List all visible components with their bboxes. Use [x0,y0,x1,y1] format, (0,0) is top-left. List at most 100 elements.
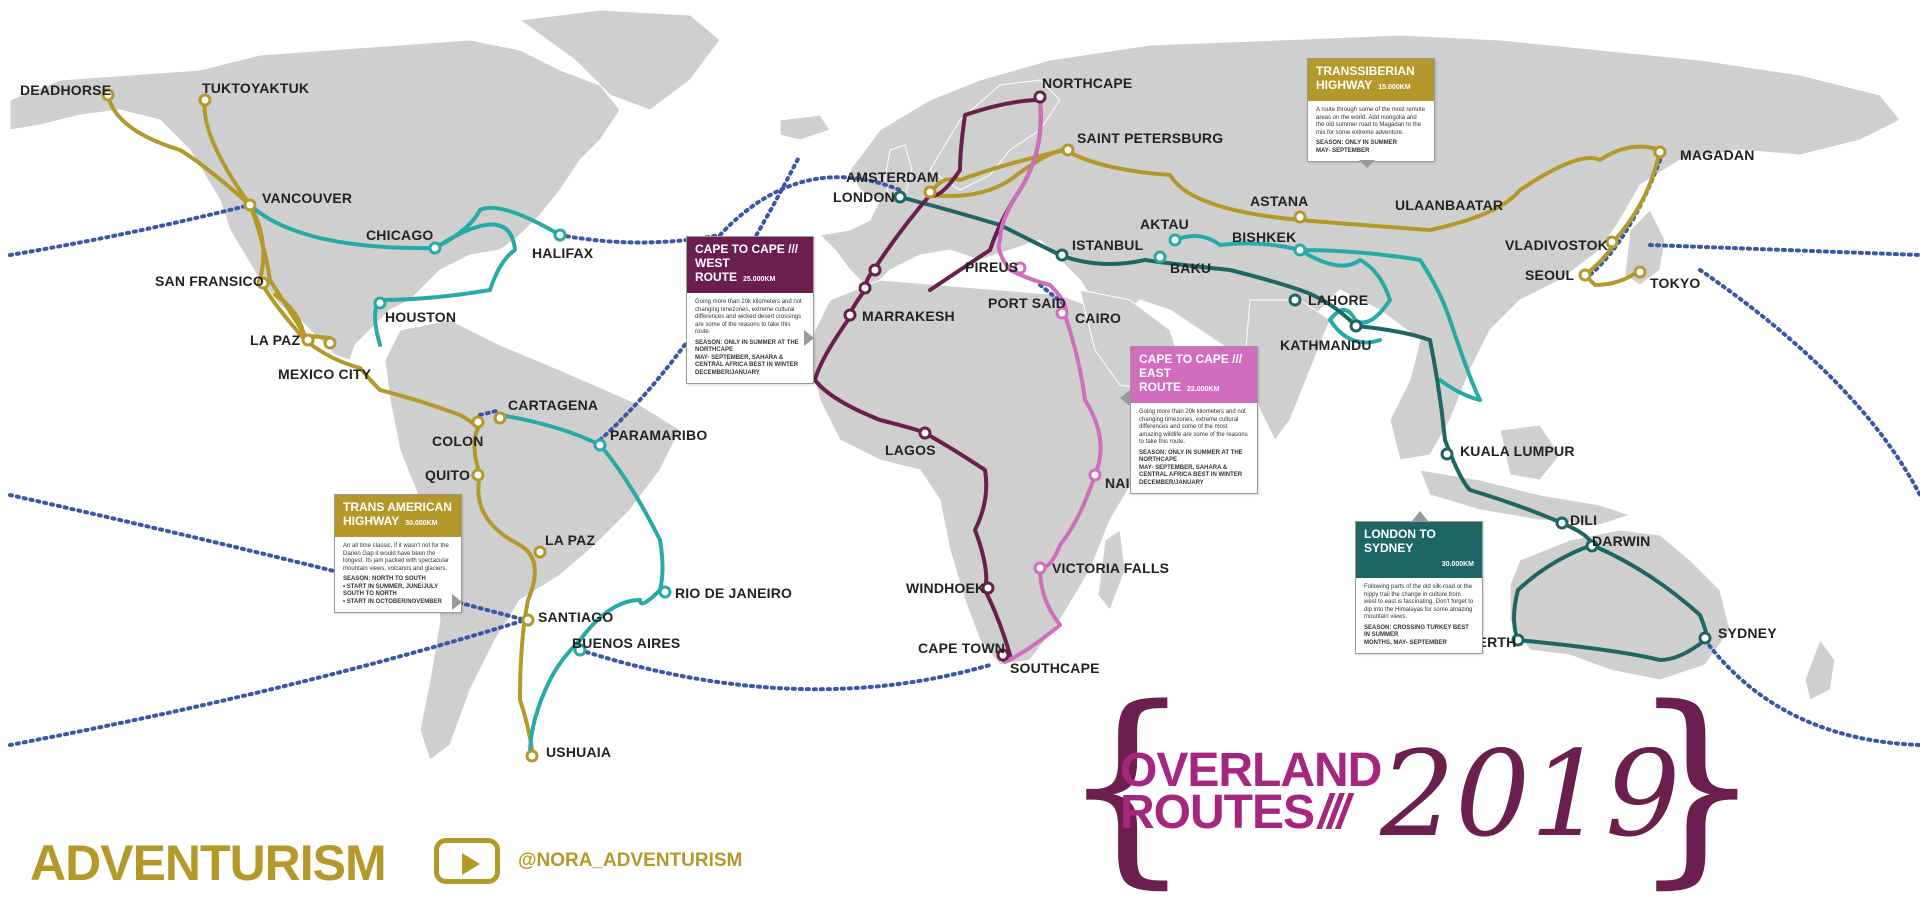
marker-sydney[interactable] [1698,631,1712,645]
marker-kathmandu[interactable] [1349,319,1363,333]
label-amsterdam: AMSTERDAM [846,169,939,185]
land-new-zealand [1804,638,1836,701]
marker-astana[interactable] [1293,210,1307,224]
marker-vladivostok[interactable] [1605,235,1619,249]
marker-victoriafalls[interactable] [1033,561,1047,575]
land-scandinavia [929,79,1061,191]
label-ushuaia: USHUAIA [546,744,611,760]
brand-handle[interactable]: @NORA_ADVENTURISM [518,850,743,871]
marker-deadhorse[interactable] [101,88,115,102]
infobox-transsiberian-title2: HIGHWAY [1316,78,1373,92]
label-ulaanbaatar: ULAANBAATAR [1395,197,1503,213]
play-triangle-icon [462,853,480,875]
label-deadhorse: DEADHORSE [20,82,111,98]
sea-route-colon [478,408,502,417]
label-bishkek: BISHKEK [1232,229,1296,245]
marker-sanfrancisco[interactable] [256,276,270,290]
infobox-eastroute-distance: 22.000KM [1187,386,1220,393]
marker-magadan[interactable] [1653,145,1667,159]
marker-cairo[interactable] [1055,306,1069,320]
marker-lagos[interactable] [918,426,932,440]
route-westroute [813,98,1042,662]
brand-name[interactable]: ADVENTURISM [30,835,387,891]
marker-vancouver[interactable] [243,198,257,212]
marker-buenosaires[interactable] [573,643,587,657]
infobox-london-sydney-header: LONDON TO SYDNEY 30.000KM [1356,522,1482,578]
marker-houston[interactable] [373,296,387,310]
infobox-transamerican-pointer [452,594,462,610]
label-sanfrancisco: SAN FRANSICO [155,273,264,289]
marker-london[interactable] [893,190,907,204]
marker-aktau[interactable] [1168,233,1182,247]
label-chicago: CHICAGO [366,227,434,243]
marker-istanbul[interactable] [1055,248,1069,262]
route-teal-asia [1173,234,1482,402]
label-lahore: LAHORE [1308,292,1368,308]
marker-nairobi[interactable] [1088,468,1102,482]
marker-ushuaia[interactable] [525,749,539,763]
marker-kualalumpur[interactable] [1440,447,1454,461]
marker-chicago[interactable] [428,241,442,255]
marker-seoul[interactable] [1578,268,1592,282]
label-marrakesh: MARRAKESH [862,308,955,324]
sea-route-tasman [1703,638,1920,747]
marker-lapaz-mx[interactable] [301,333,315,347]
label-istanbul: ISTANBUL [1072,237,1144,253]
marker-darwin[interactable] [1585,539,1599,553]
label-buenosaires: BUENOS AIRES [572,635,680,651]
marker-capetown[interactable] [996,648,1010,662]
sea-route-japan [1588,158,1662,277]
youtube-icon[interactable] [434,838,500,884]
infobox-transsiberian-distance: 15.000KM [1378,84,1411,91]
label-kualalumpur: KUALA LUMPUR [1460,443,1575,459]
infobox-eastroute-season: SEASON: ONLY IN SUMMER AT THE NORTHCAPE [1139,449,1243,464]
marker-amsterdam[interactable] [923,185,937,199]
label-capetown: CAPE TOWN [918,640,1005,656]
marker-windhoek[interactable] [981,581,995,595]
infobox-london-sydney-body: Following parts of the old silk-road or … [1356,578,1482,653]
infobox-westroute-title2: WEST ROUTE [695,256,737,284]
infobox-transamerican-title2: HIGHWAY [343,514,400,528]
title-brace-left: { [1060,662,1194,907]
marker-tuktoyaktuk[interactable] [198,93,212,107]
infobox-transamerican-text: An all time classic, if it wasn't not fo… [343,543,450,572]
land-indonesia [1419,469,1632,526]
label-kathmandu: KATHMANDU [1280,337,1372,353]
label-colon: COLON [432,433,484,449]
marker-colon[interactable] [471,415,485,429]
label-santiago: SANTIAGO [538,609,614,625]
marker-paramaribo[interactable] [593,438,607,452]
infobox-eastroute-text: Going more than 20k kilometers and not c… [1139,409,1248,445]
marker-baku[interactable] [1153,250,1167,264]
marker-cartagena[interactable] [493,411,507,425]
marker-bishkek[interactable] [1293,243,1307,257]
city-labels: DEADHORSE TUKTOYAKTUK VANCOUVER CHICAGO … [20,75,1777,760]
infobox-westroute-season2: MAY- SEPTEMBER, SAHARA & CENTRAL AFRICA … [695,354,799,376]
marker-mexicocity[interactable] [323,336,337,350]
marker-westroute-1 [868,263,882,277]
label-vladivostok: VLADIVOSTOK [1505,237,1608,253]
infobox-london-sydney-pointer [1412,511,1428,521]
marker-perth[interactable] [1511,633,1525,647]
marker-marrakesh[interactable] [843,308,857,322]
marker-santiago[interactable] [521,613,535,627]
marker-lahore[interactable] [1288,293,1302,307]
label-windhoek: WINDHOEK [906,580,985,596]
marker-northcape[interactable] [1033,90,1047,104]
marker-dili[interactable] [1555,516,1569,530]
marker-tokyo[interactable] [1633,265,1647,279]
marker-riodejaneiro[interactable] [658,585,672,599]
label-lapaz-mx: LA PAZ [250,332,300,348]
marker-lapaz-bo[interactable] [533,545,547,559]
marker-quito[interactable] [471,468,485,482]
marker-pireus[interactable] [1013,261,1027,275]
title-brace-right: } [1630,662,1764,907]
marker-halifax[interactable] [553,228,567,242]
land-south-america [384,319,681,761]
marker-saintpetersburg[interactable] [1061,143,1075,157]
